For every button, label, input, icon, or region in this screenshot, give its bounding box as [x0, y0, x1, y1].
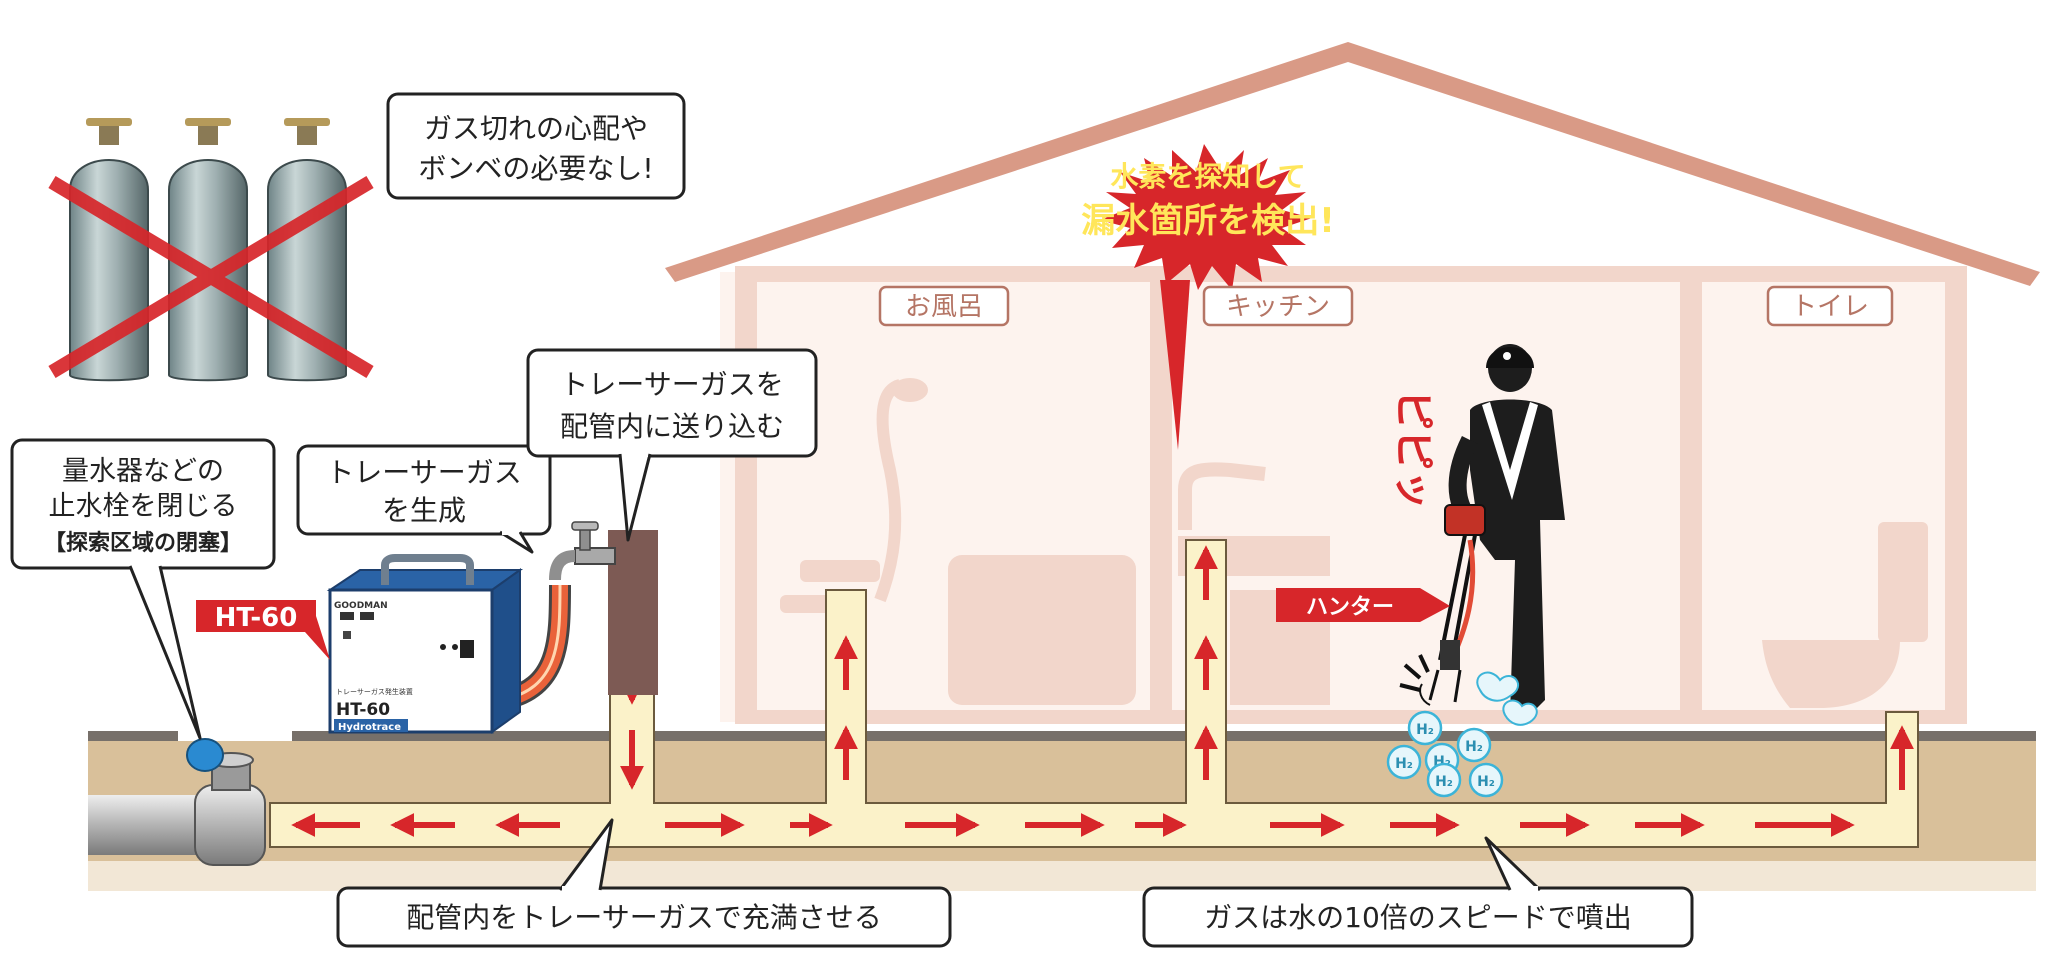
- house: [665, 42, 2040, 724]
- device-product: Hydrotrace: [338, 722, 401, 733]
- kitchen-faucet-icon: [1178, 462, 1266, 530]
- shower-icon: [874, 379, 903, 603]
- hydrogen-bubble-icon: H₂: [1468, 762, 1504, 798]
- detect-line2: 漏水箇所を検出!: [1081, 201, 1335, 241]
- hydrogen-bubble-icon: H₂: [1426, 762, 1462, 798]
- room-label-bath: お風呂: [878, 285, 1010, 327]
- svg-text:ボンベの必要なし!: ボンベの必要なし!: [418, 152, 653, 185]
- house-back-wall: [720, 272, 1960, 722]
- svg-text:H₂: H₂: [1416, 722, 1434, 738]
- svg-text:キッチン: キッチン: [1226, 292, 1330, 322]
- svg-text:配管内に送り込む: 配管内に送り込む: [560, 410, 784, 443]
- bubble-generate: トレーサーガス を生成: [296, 444, 552, 554]
- hydrogen-bubble-icon: H₂: [1407, 710, 1443, 746]
- svg-text:ガスは水の10倍のスピードで噴出: ガスは水の10倍のスピードで噴出: [1204, 901, 1632, 934]
- bubble-speed: ガスは水の10倍のスピードで噴出: [1142, 836, 1694, 948]
- svg-text:H₂: H₂: [1395, 756, 1413, 772]
- worker-icon: [1419, 344, 1565, 720]
- svg-text:止水栓を閉じる: 止水栓を閉じる: [49, 491, 238, 522]
- bathtub: [948, 555, 1136, 705]
- wall-post: [608, 530, 658, 695]
- detect-pointer: [1160, 280, 1190, 450]
- gas-cylinder-icon: [168, 118, 248, 382]
- model-label: HT-60: [196, 600, 330, 660]
- roof: [665, 42, 2040, 286]
- svg-text:H₂: H₂: [1435, 774, 1453, 790]
- hydrogen-bubble-icon: H₂: [1456, 727, 1492, 763]
- room-label-toilet: トイレ: [1766, 285, 1894, 327]
- bath-fixtures: [780, 378, 1136, 705]
- svg-text:HT-60: HT-60: [215, 603, 298, 633]
- beep-lines: [1399, 654, 1430, 692]
- svg-text:【探索区域の閉塞】: 【探索区域の閉塞】: [44, 530, 242, 556]
- detect-line1: 水素を探知して: [1110, 160, 1305, 193]
- cross-mark-icon: [48, 175, 374, 379]
- svg-text:トレーサーガス: トレーサーガス: [326, 456, 521, 489]
- hunter-label: ハンター: [1276, 588, 1450, 622]
- bubble-shutoff: 量水器などの 止水栓を閉じる 【探索区域の閉塞】: [10, 438, 276, 740]
- room-label-kitchen: キッチン: [1202, 285, 1354, 327]
- bubble-fill: 配管内をトレーサーガスで充満させる: [336, 818, 952, 948]
- svg-text:を生成: を生成: [382, 494, 466, 527]
- svg-text:H₂: H₂: [1477, 774, 1495, 790]
- ground-surface-left: [88, 731, 178, 741]
- gas-cylinders: [48, 118, 374, 382]
- svg-text:量水器などの: 量水器などの: [62, 456, 224, 487]
- toilet-fixture: [1762, 522, 1928, 708]
- water-meter-icon: [186, 738, 224, 772]
- device-brand: GOODMAN: [334, 601, 388, 611]
- svg-text:H₂: H₂: [1465, 739, 1483, 755]
- faucet-icon: [549, 521, 616, 581]
- detect-starburst: [1100, 144, 1312, 290]
- bubble-no-cylinder: ガス切れの心配や ボンベの必要なし!: [386, 92, 686, 200]
- shutoff-valve: [194, 752, 266, 866]
- svg-text:配管内をトレーサーガスで充満させる: 配管内をトレーサーガスで充満させる: [406, 901, 881, 934]
- hydrogen-bubble-icon: H₂: [1386, 744, 1422, 780]
- ground-surface: [292, 731, 2036, 741]
- svg-text:ガス切れの心配や: ガス切れの心配や: [424, 112, 648, 145]
- svg-text:ハンター: ハンター: [1306, 595, 1394, 620]
- device-caption: トレーサーガス発生装置: [336, 687, 413, 696]
- device-model: HT-60: [336, 700, 390, 720]
- hydrogen-bubbles: H₂ H₂ H₂ H₂ H₂ H₂: [1386, 671, 1538, 798]
- svg-text:トレーサーガスを: トレーサーガスを: [560, 368, 783, 401]
- svg-text:トイレ: トイレ: [1791, 292, 1869, 322]
- svg-text:お風呂: お風呂: [905, 292, 983, 322]
- beep-text: ピピッ: [1390, 390, 1436, 510]
- bubble-send-in: トレーサーガスを 配管内に送り込む: [526, 348, 818, 542]
- ht60-device: GOODMAN トレーサーガス発生装置 HT-60 Hydrotrace: [326, 554, 524, 734]
